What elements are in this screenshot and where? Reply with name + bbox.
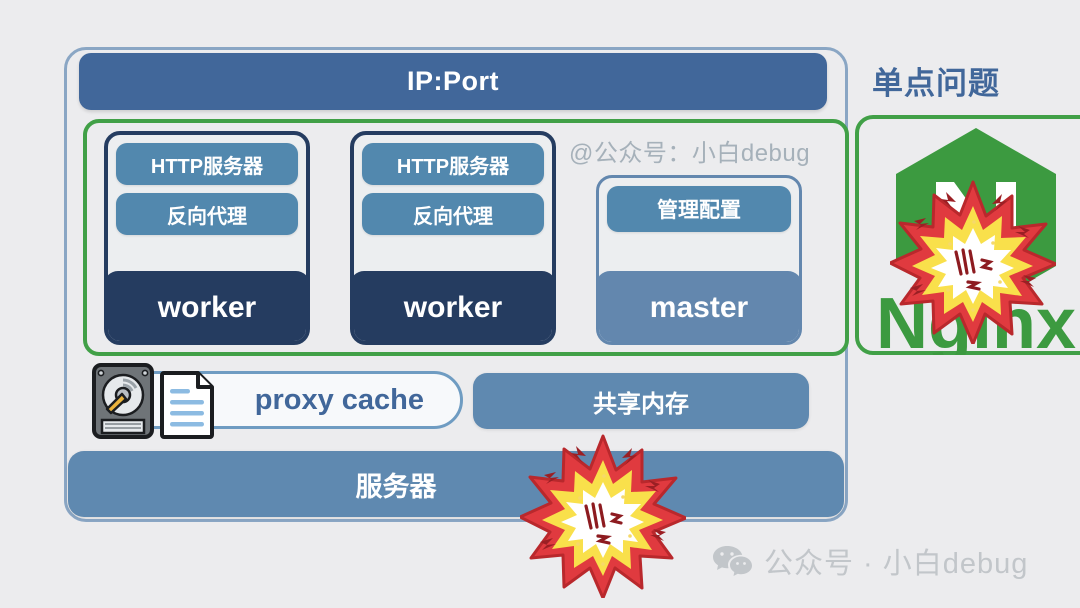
ip-port-label: IP:Port <box>406 66 499 96</box>
master-pill-config: 管理配置 <box>607 186 791 232</box>
server-bar: 服务器 <box>68 451 844 517</box>
inner-watermark: @公众号：小白debug <box>569 140 811 167</box>
shared-memory-label: 共享内存 <box>593 390 689 418</box>
nginx-highlight-box <box>855 115 1080 355</box>
master-footer-label: master <box>599 271 799 342</box>
shared-memory-box: 共享内存 <box>473 373 809 429</box>
ip-port-bar: IP:Port <box>79 53 827 110</box>
worker-1-pill-proxy: 反向代理 <box>116 193 298 235</box>
master-card: 管理配置 master <box>596 175 802 345</box>
worker-2-pill-proxy: 反向代理 <box>362 193 544 235</box>
hard-drive-icon <box>92 363 154 439</box>
worker-card-1: HTTP服务器 反向代理 worker <box>104 131 310 345</box>
wechat-icon <box>713 546 752 576</box>
explosion-burst-icon-server <box>520 434 686 598</box>
server-bar-label: 服务器 <box>355 471 437 502</box>
explosion-burst-icon-nginx <box>890 180 1056 344</box>
proxy-cache-box: proxy cache <box>97 371 463 429</box>
single-point-failure-title: 单点问题 <box>872 66 1000 101</box>
proxy-cache-label: proxy cache <box>254 383 424 416</box>
worker-card-2: HTTP服务器 反向代理 worker <box>350 131 556 345</box>
worker-1-footer-label: worker <box>108 271 306 341</box>
document-icon <box>160 371 214 439</box>
bottom-watermark-text: 公众号 · 小白debug <box>764 548 1029 580</box>
worker-1-pill-http: HTTP服务器 <box>116 143 298 185</box>
process-group-box <box>83 119 849 356</box>
worker-2-pill-http: HTTP服务器 <box>362 143 544 185</box>
worker-2-footer-label: worker <box>354 271 552 341</box>
bottom-watermark: 公众号 · 小白debug <box>712 540 1028 582</box>
